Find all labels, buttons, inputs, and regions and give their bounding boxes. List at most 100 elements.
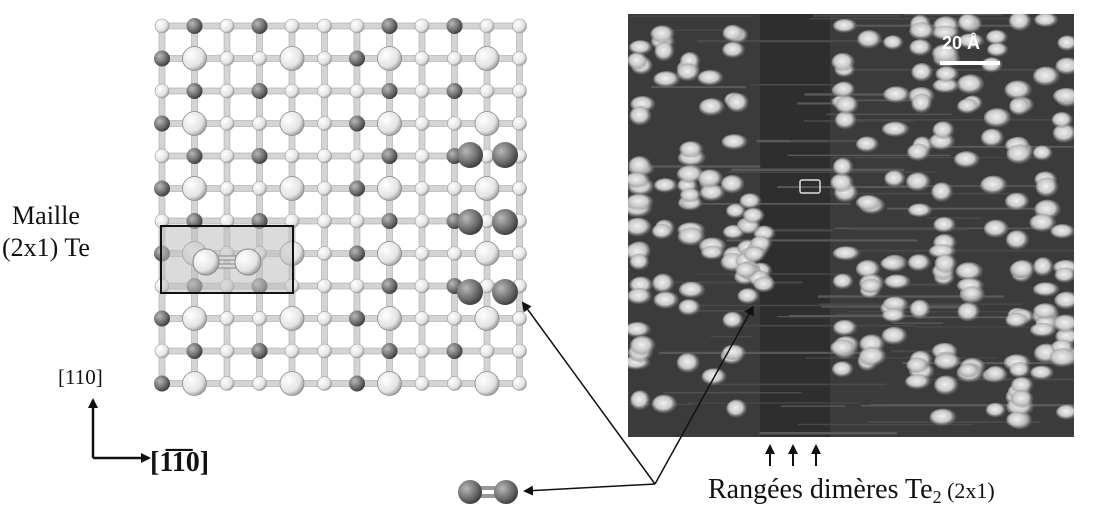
substrate-atom-dark bbox=[186, 18, 203, 34]
stm-scan-line bbox=[914, 326, 1074, 328]
tellurium-dimer-atom bbox=[457, 209, 483, 235]
crystal-axes bbox=[88, 398, 151, 463]
stm-bright-spot bbox=[653, 71, 681, 88]
substrate-atom-light bbox=[317, 246, 332, 261]
tellurium-atom bbox=[474, 111, 500, 136]
stm-bright-spot bbox=[855, 194, 882, 211]
substrate-atom-light bbox=[219, 116, 235, 131]
substrate-atom-light bbox=[414, 278, 430, 294]
substrate-atom-dark bbox=[446, 83, 463, 99]
bond-horizontal bbox=[161, 185, 520, 192]
stm-bright-spot bbox=[881, 121, 910, 138]
substrate-atom-light bbox=[479, 83, 495, 99]
stm-bright-spot bbox=[1051, 111, 1074, 129]
substrate-atom-light bbox=[317, 376, 332, 391]
substrate-atom-light bbox=[512, 18, 527, 34]
stm-bright-spot bbox=[630, 390, 651, 411]
substrate-atom-light bbox=[349, 18, 365, 34]
stm-scan-line bbox=[830, 99, 920, 102]
tellurium-atom bbox=[377, 46, 402, 71]
stm-bright-spot bbox=[1005, 192, 1030, 211]
tellurium-dimer-atom bbox=[492, 209, 518, 235]
stm-cell-marker bbox=[799, 179, 821, 194]
stm-bright-spot bbox=[628, 52, 648, 70]
stm-bright-spot bbox=[1009, 97, 1030, 116]
stm-bright-spot bbox=[933, 216, 957, 233]
stm-scan-line bbox=[699, 304, 916, 307]
stm-bright-spot bbox=[1032, 145, 1053, 161]
stm-scan-line bbox=[780, 405, 846, 407]
stm-bright-spot bbox=[832, 18, 858, 33]
stm-bright-spot bbox=[1052, 123, 1074, 143]
stm-bright-spot bbox=[1052, 314, 1074, 333]
stm-scan-line bbox=[680, 310, 744, 312]
stm-bright-spot bbox=[1055, 57, 1074, 75]
substrate-atom-light bbox=[479, 18, 495, 34]
bond-vertical bbox=[158, 25, 166, 384]
stm-bright-spot bbox=[1005, 312, 1029, 328]
legend-dimer-icon bbox=[458, 480, 518, 504]
stm-bright-spot bbox=[753, 276, 776, 293]
stm-bright-spot bbox=[726, 203, 747, 219]
stm-bright-spot bbox=[1033, 303, 1059, 320]
stm-bright-spot bbox=[958, 14, 979, 32]
stm-bright-spot bbox=[884, 170, 906, 188]
stm-scan-line bbox=[659, 351, 883, 354]
substrate-atom-light bbox=[317, 181, 332, 196]
substrate-atom-dark bbox=[349, 310, 365, 327]
stm-bright-spot bbox=[955, 262, 984, 281]
substrate-atom-dark bbox=[349, 245, 365, 262]
stm-bright-spot bbox=[858, 346, 887, 367]
substrate-atom-light bbox=[284, 18, 300, 34]
scale-bar bbox=[940, 61, 1000, 65]
stm-bright-spot bbox=[1033, 282, 1060, 297]
tellurium-atom bbox=[182, 46, 207, 71]
substrate-atom-light bbox=[317, 213, 332, 229]
tellurium-atom bbox=[474, 46, 500, 71]
substrate-atom-light bbox=[219, 83, 235, 99]
bond-horizontal bbox=[161, 347, 520, 355]
bond-horizontal bbox=[161, 380, 520, 387]
stm-bright-spot bbox=[628, 321, 652, 338]
substrate-atom-light bbox=[317, 343, 332, 359]
bond-horizontal bbox=[161, 87, 520, 95]
stm-bright-spot bbox=[957, 302, 981, 322]
unit-cell-label-line1: Maille bbox=[12, 201, 80, 230]
substrate-atom-light bbox=[447, 246, 462, 261]
stm-bright-spot bbox=[961, 286, 983, 302]
substrate-atom-light bbox=[512, 311, 527, 326]
substrate-atom-light bbox=[512, 376, 527, 391]
stm-scan-line bbox=[749, 84, 847, 86]
substrate-atom-light bbox=[284, 83, 300, 99]
stm-scan-line bbox=[825, 113, 952, 115]
substrate-atom-light bbox=[284, 343, 300, 359]
stm-bright-spot bbox=[1006, 144, 1033, 165]
stm-bright-spot bbox=[883, 86, 911, 103]
stm-bright-spot bbox=[906, 357, 929, 374]
stm-scan-line bbox=[759, 432, 897, 435]
stm-bright-spot bbox=[931, 44, 960, 63]
bond-horizontal bbox=[161, 315, 520, 322]
substrate-atom-light bbox=[154, 83, 170, 99]
bond-vertical bbox=[516, 25, 523, 384]
stm-bright-spot bbox=[629, 106, 652, 126]
stm-bright-spot bbox=[742, 207, 765, 224]
stm-bright-spot bbox=[722, 311, 744, 329]
bond-horizontal bbox=[161, 22, 520, 30]
tellurium-atom bbox=[182, 306, 207, 331]
tellurium-dimer-atom bbox=[492, 279, 518, 305]
stm-bright-spot bbox=[884, 274, 911, 290]
tellurium-atom bbox=[279, 46, 305, 71]
substrate-atom-light bbox=[317, 278, 332, 294]
stm-bright-spot bbox=[932, 121, 955, 140]
substrate-atom-light bbox=[512, 116, 527, 131]
stm-scan-line bbox=[830, 192, 1025, 195]
substrate-atom-light bbox=[317, 51, 332, 66]
stm-scan-line bbox=[914, 316, 1065, 319]
substrate-atom-light bbox=[414, 18, 430, 34]
substrate-atom-dark bbox=[154, 310, 170, 327]
substrate-atom-dark bbox=[349, 50, 365, 67]
substrate-atom-dark bbox=[381, 83, 398, 99]
stm-bright-spot bbox=[831, 361, 854, 378]
